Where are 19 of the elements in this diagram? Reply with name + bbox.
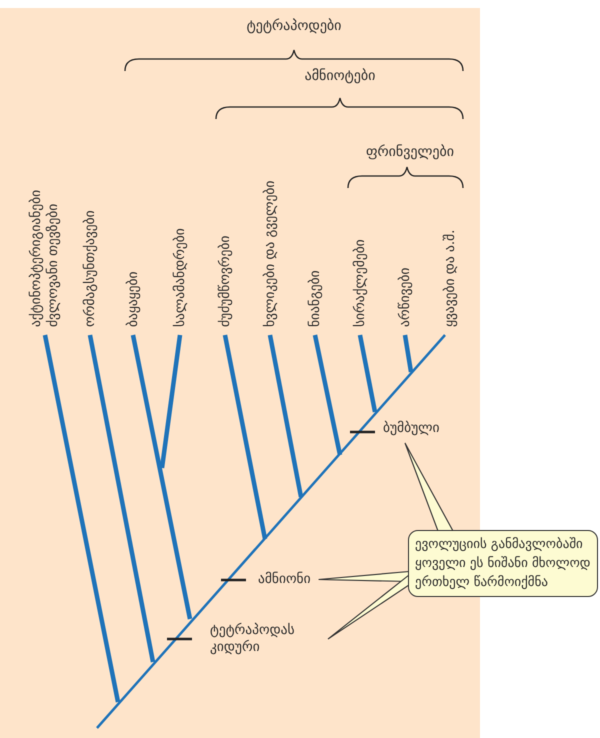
leader-line xyxy=(327,574,410,640)
taxon-label: ბაყაყები xyxy=(125,271,141,327)
trait-label: ამნიონი xyxy=(258,571,311,588)
group-label: ამნიოტები xyxy=(304,68,376,85)
group-label: ფრინველები xyxy=(366,144,454,161)
taxon-label: აქტინოპტერიგიანები ძვლოვანი თევზები xyxy=(28,188,62,327)
taxon-label: ორმაგსუნთქავები xyxy=(82,210,98,327)
trait-label: ბუმბული xyxy=(383,420,440,437)
leader-line xyxy=(404,442,454,532)
taxon-label: ყვავები და ა.შ. xyxy=(442,230,458,327)
taxon-label: ხვლიკები და გველები xyxy=(262,180,278,327)
taxon-label: სალამანდრები xyxy=(172,228,188,327)
taxon-label: ნიანგები xyxy=(307,270,323,327)
taxon-label: არწივები xyxy=(397,268,413,327)
group-label: ტეტრაპოდები xyxy=(246,18,342,35)
taxon-label: სირაქლემები xyxy=(352,239,368,327)
taxon-label: ძუძუმწოვრები xyxy=(217,236,233,327)
leader-line xyxy=(318,570,410,582)
trait-label: ტეტრაპოდას კიდური xyxy=(210,622,320,656)
